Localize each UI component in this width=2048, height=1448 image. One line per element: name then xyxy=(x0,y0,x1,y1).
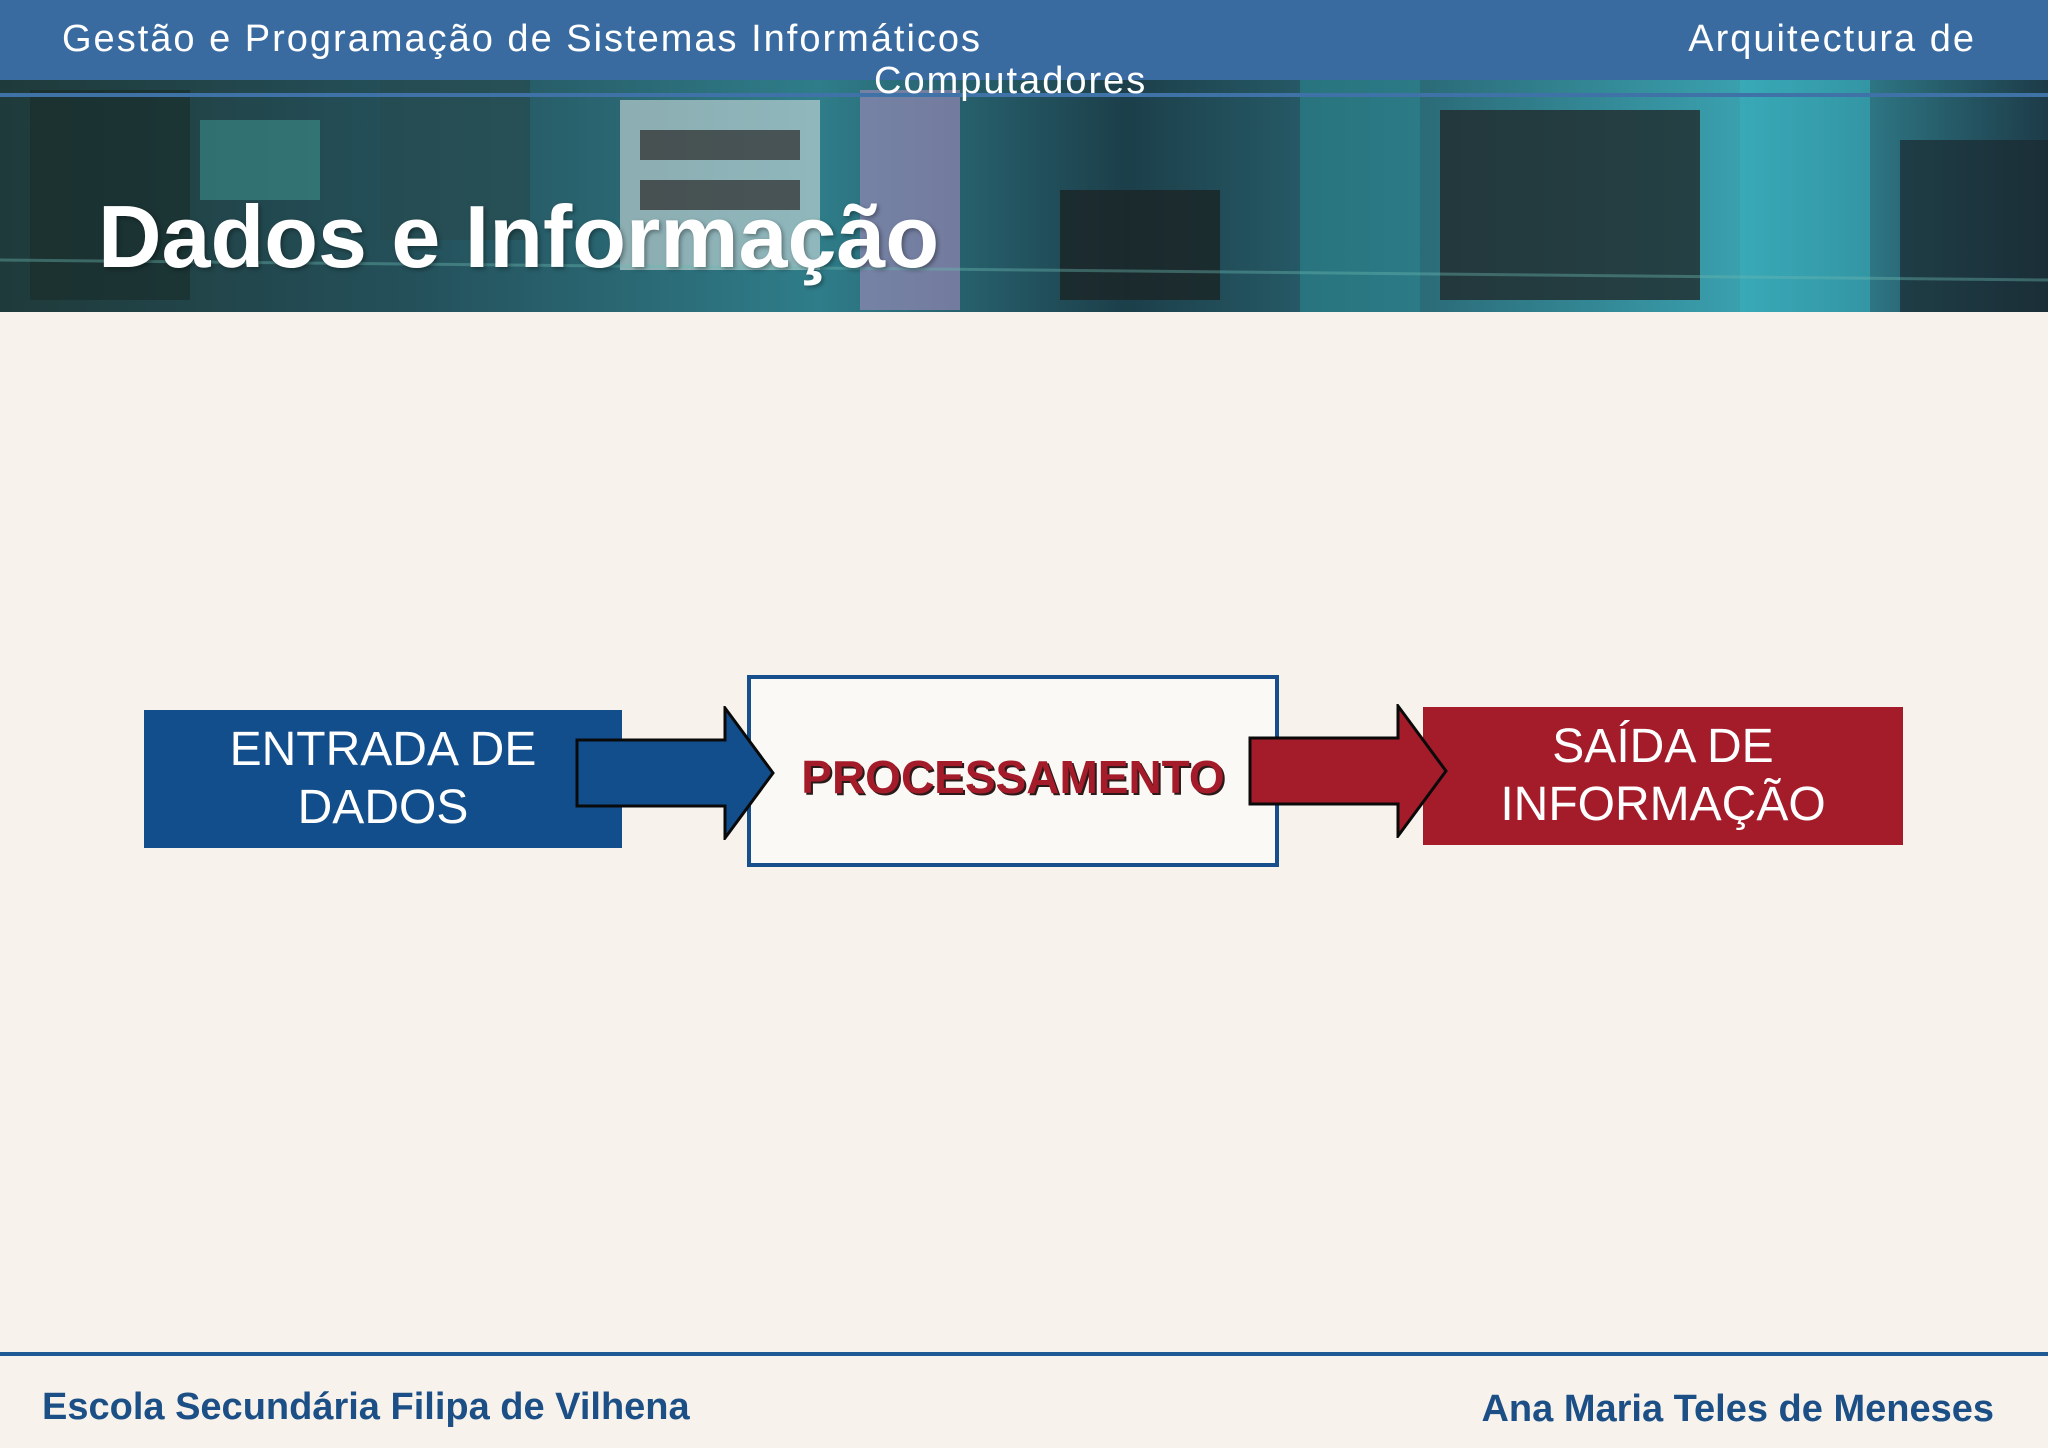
output-box: SAÍDA DE INFORMAÇÃO xyxy=(1423,707,1903,845)
input-box: ENTRADA DE DADOS xyxy=(144,710,622,848)
circuit-board-image xyxy=(0,80,2048,312)
footer-divider xyxy=(0,1352,2048,1356)
input-label-line1: ENTRADA DE xyxy=(229,723,537,776)
module-name-line1: Arquitectura de xyxy=(1688,18,1976,60)
school-name: Escola Secundária Filipa de Vilhena xyxy=(42,1386,690,1428)
header-divider xyxy=(0,93,2048,97)
arrow-process-to-output xyxy=(1248,704,1448,838)
slide-title: Dados e Informação xyxy=(98,187,940,286)
output-label-line2: INFORMAÇÃO xyxy=(1500,778,1826,831)
arrow-input-to-process xyxy=(575,706,775,840)
output-label-line1: SAÍDA DE xyxy=(1552,720,1774,773)
module-name-line2: Computadores xyxy=(874,60,1148,102)
header-bar xyxy=(0,0,2048,80)
author-name: Ana Maria Teles de Meneses xyxy=(1481,1388,1994,1430)
course-name: Gestão e Programação de Sistemas Informá… xyxy=(62,18,983,60)
circuit-board-banner xyxy=(0,80,2048,312)
input-label-line2: DADOS xyxy=(297,781,469,834)
process-label: PROCESSAMENTO xyxy=(801,751,1225,803)
